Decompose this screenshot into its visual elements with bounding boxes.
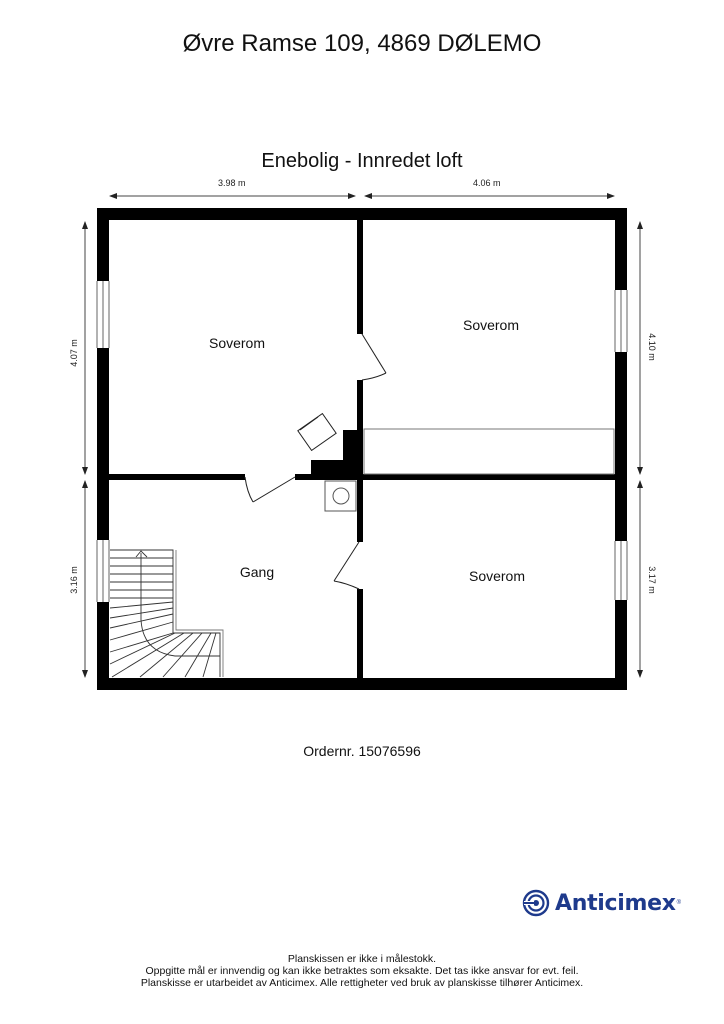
disclaimer: Planskissen er ikke i målestokk. Oppgitt… bbox=[0, 953, 724, 989]
room-label-hallway: Gang bbox=[239, 564, 275, 580]
window-left-lower bbox=[96, 540, 110, 602]
window-left-upper bbox=[96, 281, 110, 348]
door-gang bbox=[244, 476, 296, 503]
anticimex-logo: Anticimex® bbox=[522, 889, 681, 917]
disclaimer-line-1: Planskissen er ikke i målestokk. bbox=[287, 953, 437, 965]
built-in-closet bbox=[363, 428, 615, 475]
dim-right-upper: 4.10 m bbox=[647, 333, 657, 361]
dim-top-right: 4.06 m bbox=[473, 178, 501, 188]
interior-walls bbox=[109, 220, 615, 678]
registered-mark: ® bbox=[676, 900, 682, 906]
order-number: Ordernr. 15076596 bbox=[303, 743, 421, 759]
room-label-bedroom-top-left: Soverom bbox=[208, 335, 266, 351]
dim-top-left: 3.98 m bbox=[218, 178, 246, 188]
anticimex-logo-icon bbox=[522, 889, 550, 917]
window-right-upper bbox=[614, 290, 628, 352]
stairs-icon bbox=[109, 549, 224, 678]
plan-title: Enebolig - Innredet loft bbox=[261, 150, 463, 172]
room-label-bedroom-bottom-right: Soverom bbox=[468, 568, 526, 584]
door-top-left-bedroom bbox=[361, 333, 387, 381]
floor-drain-icon bbox=[324, 480, 357, 512]
address-title: Øvre Ramse 109, 4869 DØLEMO bbox=[182, 30, 542, 57]
windows bbox=[96, 281, 628, 602]
room-label-bedroom-top-right: Soverom bbox=[462, 317, 520, 333]
dimension-lines bbox=[82, 193, 643, 678]
disclaimer-line-2: Oppgitte mål er innvendig og kan ikke be… bbox=[145, 965, 579, 977]
dim-left-lower: 3.16 m bbox=[69, 566, 79, 594]
window-right-lower bbox=[614, 541, 628, 600]
dim-left-upper: 4.07 m bbox=[69, 339, 79, 367]
disclaimer-line-3: Planskisse er utarbeidet av Anticimex. A… bbox=[140, 977, 584, 989]
dim-right-lower: 3.17 m bbox=[647, 566, 657, 594]
door-bottom-right-bedroom bbox=[333, 541, 360, 590]
brand-name: Anticimex bbox=[555, 890, 676, 916]
doors bbox=[244, 333, 387, 590]
roof-window-icon bbox=[297, 412, 337, 452]
